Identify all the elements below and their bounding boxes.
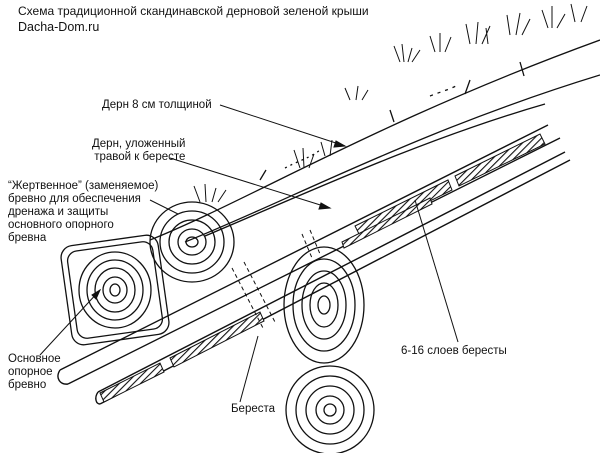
label-line: Основное — [8, 353, 61, 365]
roof-pegs — [231, 229, 321, 331]
label-sacrificial-log: “Жертвенное” (заменяемое) бревно для обе… — [8, 180, 158, 245]
label-turf-thickness: Дерн 8 см толщиной — [102, 99, 212, 111]
label-bark-layers: 6-16 слоев бересты — [401, 345, 507, 357]
birch-bark-layers — [99, 133, 546, 403]
label-line: “Жертвенное” (заменяемое) — [8, 180, 159, 192]
label-line: опорное — [8, 366, 53, 378]
label-main-log: Основное опорное бревно — [8, 353, 61, 392]
label-turf-grass-down: Дерн, уложенный травой к бересте — [92, 138, 185, 164]
sacrificial-log — [149, 201, 235, 283]
label-line: Дерн, уложенный — [92, 138, 186, 150]
label-line: бревно для обеспечения — [8, 193, 141, 205]
site-name: Dacha-Dom.ru — [18, 20, 100, 34]
label-line: травой к бересте — [94, 151, 186, 163]
grass-tufts — [193, 3, 588, 203]
label-birch-bark: Береста — [231, 403, 276, 415]
label-line: бревна — [8, 232, 47, 244]
main-support-log — [60, 234, 170, 346]
wall-log-lower — [285, 365, 375, 453]
wall-log-upper — [283, 246, 365, 364]
label-line: бревно — [8, 379, 47, 391]
diagram-title: Схема традиционной скандинавской дерново… — [18, 4, 369, 18]
label-line: дренажа и защиты — [8, 206, 109, 218]
label-line: основного опорного — [8, 219, 114, 231]
leader-lines — [39, 104, 459, 403]
